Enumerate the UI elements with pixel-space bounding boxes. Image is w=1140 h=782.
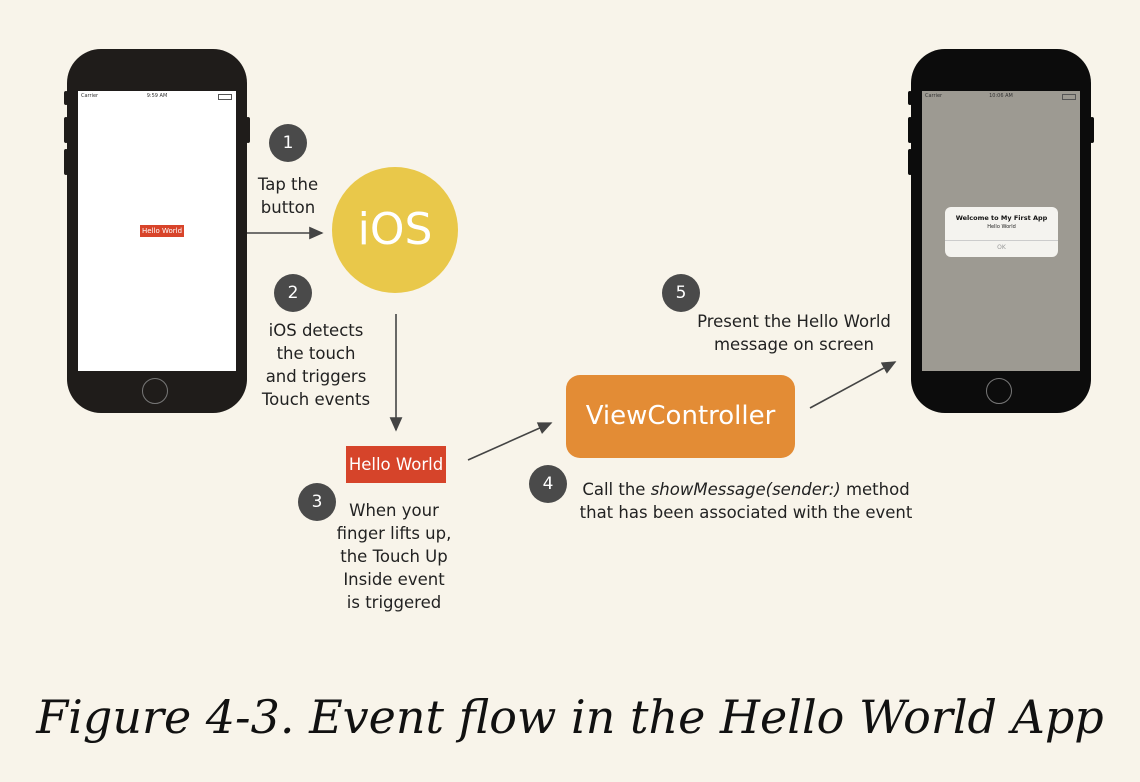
battery-icon — [1062, 94, 1076, 100]
step-1-label: Tap the button — [257, 175, 319, 217]
carrier-label: Carrier — [81, 93, 99, 99]
figure-caption: Figure 4-3. Event flow in the Hello Worl… — [36, 690, 1104, 744]
step-4-label: Call the showMessage(sender:) method tha… — [579, 480, 913, 522]
status-time: 10:06 AM — [989, 93, 1013, 99]
step-2-badge: 2 — [274, 274, 312, 312]
step-1-badge: 1 — [269, 124, 307, 162]
arrow-vc-to-phone — [809, 361, 897, 409]
step-4-badge: 4 — [529, 465, 567, 503]
hello-world-button[interactable]: Hello World — [140, 225, 185, 237]
arrow-hello-to-vc — [467, 422, 553, 461]
status-bar: Carrier 9:59 AM — [78, 91, 236, 101]
alert-title: Welcome to My First App — [955, 214, 1048, 222]
view-controller-node: ViewController — [566, 375, 795, 458]
home-button — [142, 378, 168, 404]
alert-message: Hello World — [987, 224, 1016, 230]
right-phone-screen: Carrier 10:06 AM Welcome to My First App… — [922, 91, 1080, 371]
carrier-label: Carrier — [925, 93, 943, 99]
step-5-badge: 5 — [662, 274, 700, 312]
step-5-label: Present the Hello World message on scree… — [697, 312, 891, 354]
step-3-badge: 3 — [298, 483, 336, 521]
ios-node: iOS — [332, 167, 458, 293]
hello-world-node: Hello World — [346, 446, 446, 483]
alert-ok-button[interactable]: OK — [997, 244, 1006, 251]
status-time: 9:59 AM — [146, 93, 168, 99]
step-3-label: When your finger lifts up, the Touch Up … — [336, 501, 452, 612]
left-phone-screen: Carrier 9:59 AM Hello World — [78, 91, 236, 371]
alert-dialog: Welcome to My First App Hello World OK — [945, 207, 1058, 257]
battery-icon — [218, 94, 232, 100]
status-bar: Carrier 10:06 AM — [922, 91, 1080, 101]
home-button — [986, 378, 1012, 404]
step-2-label: iOS detects the touch and triggers Touch… — [261, 321, 371, 409]
right-iphone: Carrier 10:06 AM Welcome to My First App… — [908, 49, 1094, 413]
left-iphone: Carrier 9:59 AM Hello World — [64, 49, 250, 413]
